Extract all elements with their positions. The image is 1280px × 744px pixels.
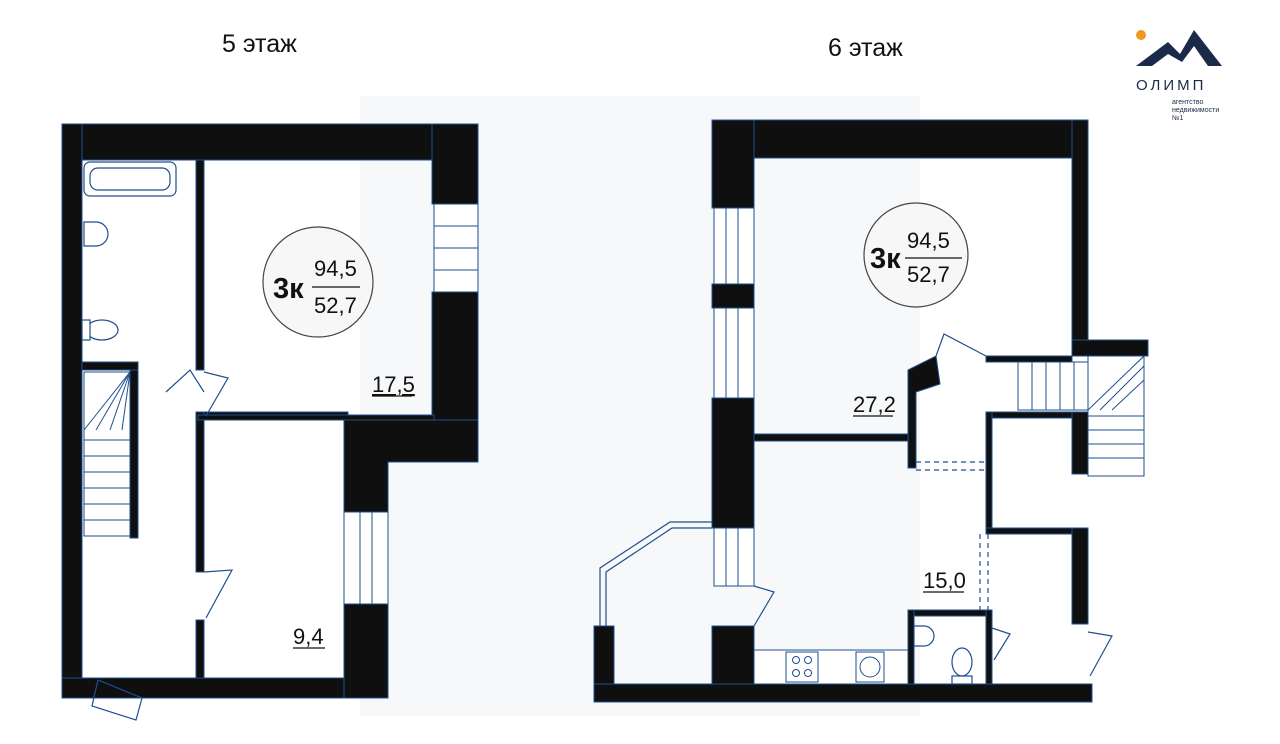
floor-5-stairs — [83, 371, 131, 537]
room-area-bedroom: 9,4 — [293, 624, 324, 649]
balcony — [599, 521, 712, 626]
floor-6-windows — [713, 207, 755, 587]
sink-icon — [913, 625, 935, 647]
badge-total-area: 94,5 — [907, 228, 950, 253]
floor-5-area-badge: 3к 94,5 52,7 — [262, 226, 374, 338]
floor-6-doors — [753, 333, 1113, 677]
badge-rooms: 3к — [870, 243, 901, 275]
sink-icon — [83, 221, 109, 247]
room-area-living: 27,2 — [853, 392, 896, 417]
floor-5-label: 5 этаж — [222, 30, 297, 58]
floor-5-bathroom — [81, 161, 177, 341]
floor-6-stairs — [1017, 355, 1145, 477]
floor-5-plan: 5 этаж — [61, 30, 479, 721]
logo-tagline-1: агентство — [1172, 99, 1204, 106]
floor-5-doors — [91, 369, 234, 721]
floor-5-windows — [343, 203, 479, 605]
floor-5-walls — [61, 123, 479, 699]
mountain-icon — [1136, 30, 1222, 66]
badge-living-area: 52,7 — [907, 262, 950, 287]
room-area-living: 17,5 — [372, 372, 415, 397]
stove-icon — [785, 651, 819, 683]
room-area-kitchen: 15,0 — [923, 568, 966, 593]
floor-6-plan: 6 этаж — [593, 34, 1149, 703]
badge-total-area: 94,5 — [314, 256, 357, 281]
floor-6-area-badge: 3к 94,5 52,7 — [863, 202, 969, 308]
floor-6-bathroom — [913, 625, 973, 685]
logo-tagline-2: недвижимости — [1172, 107, 1219, 114]
floor-6-openings — [916, 461, 989, 610]
logo-name: ОЛИМП — [1136, 77, 1206, 94]
floor-6-label: 6 этаж — [828, 34, 903, 62]
kitchen — [753, 649, 909, 685]
toilet-icon — [85, 319, 119, 341]
badge-rooms: 3к — [273, 273, 304, 305]
olimp-logo: ОЛИМП агентство недвижимости №1 — [1136, 30, 1222, 122]
floor-6-walls — [593, 119, 1149, 703]
sun-icon — [1136, 30, 1146, 40]
logo-tagline-3: №1 — [1172, 115, 1184, 122]
badge-living-area: 52,7 — [314, 293, 357, 318]
toilet-icon — [951, 647, 973, 677]
